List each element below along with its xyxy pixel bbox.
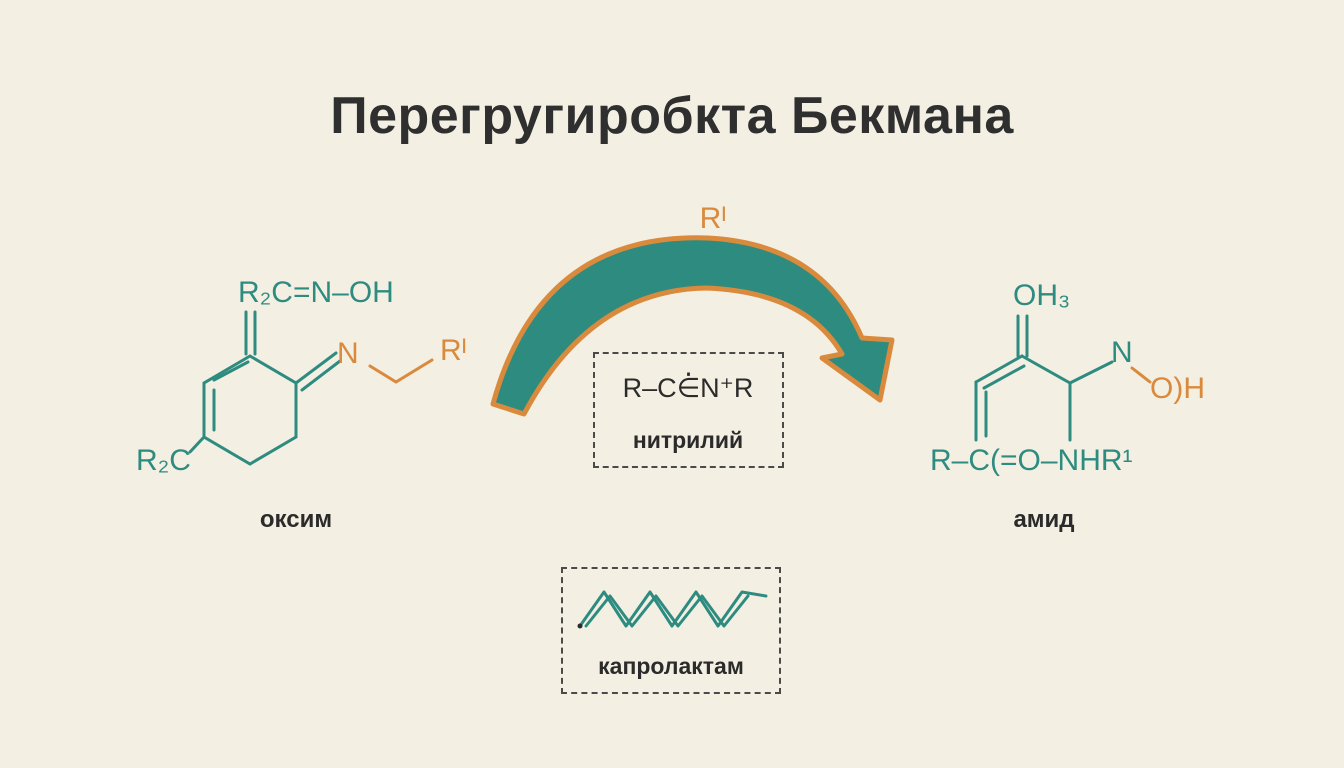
amide-oh-label: O)H bbox=[1150, 372, 1205, 405]
caprolactam-caption: капролактам bbox=[598, 653, 744, 679]
oxime-formula-top: R₂C=N–OH bbox=[238, 276, 394, 309]
caprolactam-box bbox=[561, 567, 781, 694]
amide-oh3-label: OH₃ bbox=[1013, 279, 1070, 312]
oxime-r2c-label: R₂C bbox=[136, 444, 191, 477]
amide-structure: OH₃ N O)H R–C(=O–NHR¹ амид bbox=[930, 279, 1205, 533]
nitrilium-box bbox=[593, 352, 784, 468]
oxime-r-label: Rᴵ bbox=[440, 334, 467, 367]
diagram-title: Перегругиробкта Бекмана bbox=[330, 87, 1014, 145]
oxime-ring bbox=[188, 310, 342, 466]
rearrangement-arrow: Rᴵ bbox=[490, 202, 895, 417]
amide-formula: R–C(=O–NHR¹ bbox=[930, 444, 1133, 477]
nitrilium-caption: нитрилий bbox=[633, 427, 743, 453]
caprolactam-content: капролактам bbox=[577, 590, 768, 679]
amide-caption: амид bbox=[1013, 506, 1074, 533]
oxime-n-label: N bbox=[337, 337, 359, 370]
oxime-caption: оксим bbox=[260, 506, 332, 533]
amide-n-label: N bbox=[1111, 336, 1133, 369]
nitrilium-content: R–C⋵N⁺R нитрилий bbox=[623, 372, 754, 453]
oxime-n-r-bond bbox=[368, 358, 434, 384]
oxime-structure: R₂C=N–OH N Rᴵ R₂C оксим bbox=[136, 276, 467, 533]
caprolactam-zigzag bbox=[578, 590, 768, 628]
nitrilium-formula: R–C⋵N⁺R bbox=[623, 372, 754, 403]
amide-n-o-bond bbox=[1130, 366, 1152, 384]
amide-bonds bbox=[974, 314, 1114, 442]
arrow-label: Rᴵ bbox=[700, 202, 727, 235]
caprolactam-dot bbox=[577, 623, 583, 629]
